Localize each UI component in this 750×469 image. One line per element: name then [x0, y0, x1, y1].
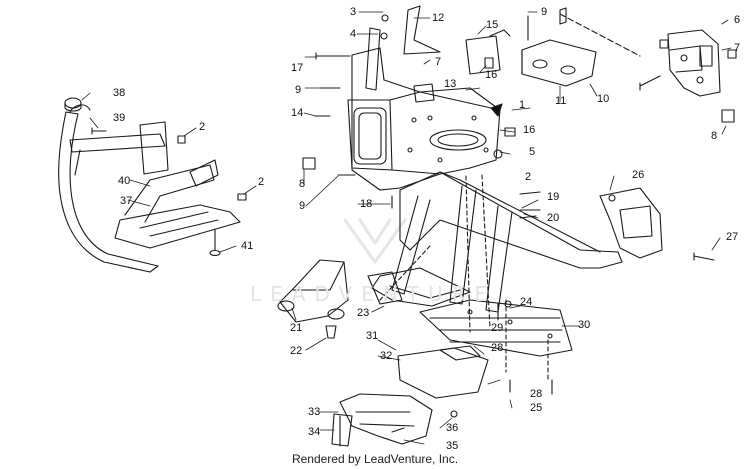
bumper-tube [58, 111, 159, 273]
callout-41: 41 [241, 240, 254, 252]
callout-37: 37 [120, 195, 133, 207]
callout-4: 4 [350, 28, 357, 40]
callout-35: 35 [446, 440, 459, 452]
callout-22: 22 [290, 345, 303, 357]
callout-14: 14 [291, 107, 304, 119]
callout-1: 1 [519, 99, 526, 111]
callout-34: 34 [308, 426, 321, 438]
callout-38: 38 [113, 87, 126, 99]
callout-7: 7 [435, 56, 442, 68]
callout-23: 23 [357, 307, 370, 319]
callout-9: 9 [541, 6, 548, 18]
callout-9: 9 [299, 200, 306, 212]
callout-27: 27 [726, 231, 739, 243]
callout-8: 8 [299, 178, 306, 190]
callout-16: 16 [485, 69, 498, 81]
latch-bracket-assembly [639, 29, 737, 123]
callout-15: 15 [486, 19, 499, 31]
bumper-skid-plate [114, 204, 241, 249]
callout-5: 5 [529, 146, 536, 158]
callout-6: 6 [734, 14, 741, 26]
callout-25: 25 [530, 402, 543, 414]
front-bumper-assembly [58, 97, 247, 273]
callout-36: 36 [446, 422, 459, 434]
callout-2: 2 [199, 121, 206, 133]
callout-28: 28 [491, 342, 504, 354]
callout-39: 39 [113, 112, 126, 124]
callout-30: 30 [578, 319, 591, 331]
suspension-bracket [277, 259, 349, 339]
callout-3: 3 [350, 6, 357, 18]
callout-29: 29 [491, 322, 504, 334]
callout-7: 7 [734, 42, 741, 54]
main-frame [367, 171, 715, 395]
callout-12: 12 [432, 12, 445, 24]
callout-33: 33 [308, 406, 321, 418]
callout-10: 10 [597, 93, 610, 105]
callout-2: 2 [258, 176, 265, 188]
lower-skid-plates [331, 345, 489, 447]
callout-13: 13 [444, 78, 457, 90]
callout-18: 18 [360, 198, 373, 210]
callout-20: 20 [547, 212, 560, 224]
callout-11: 11 [555, 95, 567, 107]
watermark-logo [343, 218, 407, 264]
callout-leaders [81, 11, 732, 445]
callout-21: 21 [290, 322, 303, 334]
callout-9: 9 [295, 84, 302, 96]
callout-2: 2 [525, 171, 532, 183]
callout-28: 28 [530, 388, 543, 400]
callout-32: 32 [380, 350, 393, 362]
callout-19: 19 [547, 191, 560, 203]
callout-8: 8 [711, 130, 718, 142]
callout-31: 31 [366, 330, 379, 342]
watermark-text: LEADVENTURE [250, 282, 497, 306]
callout-26: 26 [632, 169, 645, 181]
radiator-mount-plate [521, 7, 641, 87]
callout-16: 16 [523, 124, 536, 136]
render-credit: Rendered by LeadVenture, Inc. [291, 452, 459, 466]
callout-17: 17 [291, 62, 304, 74]
front-cowl-frame [302, 5, 516, 209]
callout-24: 24 [520, 296, 533, 308]
callout-40: 40 [118, 175, 131, 187]
